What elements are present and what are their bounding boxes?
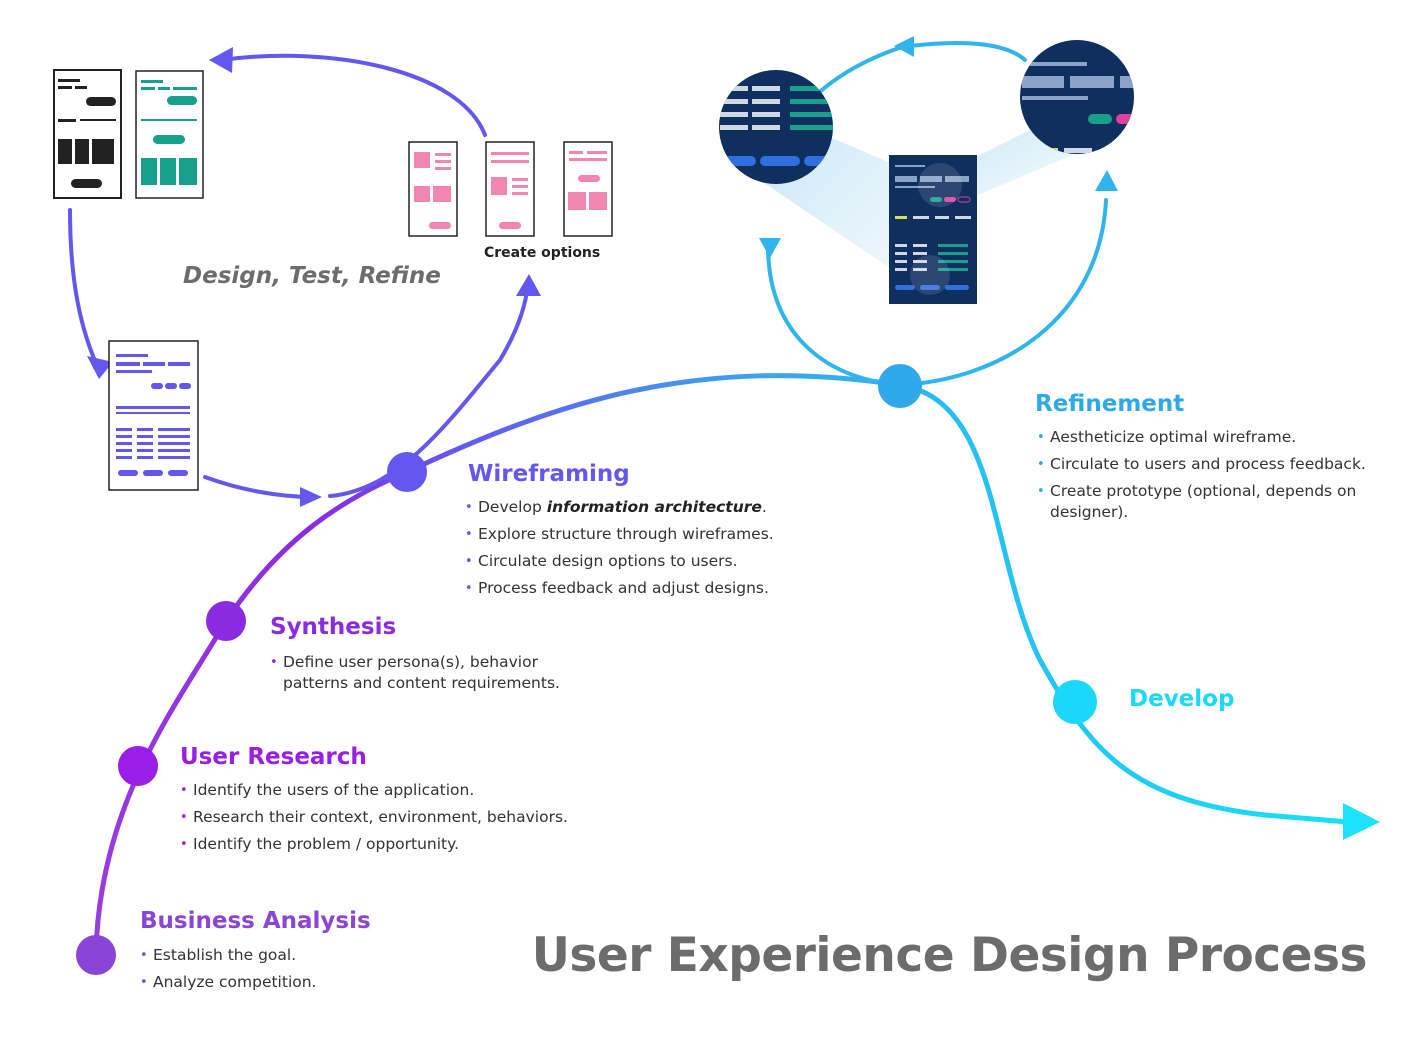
business-analysis-bullets: •Establish the goal. •Analyze competitio… <box>140 942 440 996</box>
wireframe-sketch-purple <box>108 340 199 491</box>
main-timeline-curve <box>93 373 1351 955</box>
synthesis-title: Synthesis <box>270 614 397 640</box>
business-analysis-title: Business Analysis <box>140 908 371 934</box>
research-bullet-1: •Identify the users of the application. <box>180 781 475 799</box>
prototype-screen <box>889 155 977 304</box>
node-develop <box>1053 680 1097 724</box>
information-architecture-emphasis: information architecture <box>546 498 762 516</box>
node-wireframing <box>387 452 427 492</box>
wireframe-sketch-teal <box>135 70 204 199</box>
loop-arrow-head-up <box>516 274 541 296</box>
loop-arrow-head-left <box>87 356 113 379</box>
wireframing-title: Wireframing <box>468 461 630 487</box>
refinement-bullet-2: •Circulate to users and process feedback… <box>1037 455 1366 473</box>
wireframing-bullet-3: •Circulate design options to users. <box>465 552 738 570</box>
business-bullet-1: •Establish the goal. <box>140 946 297 964</box>
refinement-bullets: •Aestheticize optimal wireframe. •Circul… <box>1037 424 1367 526</box>
refine-arrow-head-left <box>759 238 781 258</box>
design-test-refine-loop <box>68 53 533 502</box>
synthesis-bullet-1: •Define user persona(s), behavior patter… <box>270 653 560 692</box>
loop-label: Design, Test, Refine <box>183 263 441 289</box>
option-sketch-2 <box>485 141 535 237</box>
option-sketch-3 <box>563 141 613 237</box>
user-research-title: User Research <box>180 744 367 770</box>
refine-arrow-head-right <box>1095 170 1118 191</box>
node-synthesis <box>206 601 246 641</box>
page-title: User Experience Design Process <box>531 928 1368 983</box>
refinement-bullet-1: •Aestheticize optimal wireframe. <box>1037 428 1297 446</box>
develop-title: Develop <box>1129 686 1235 712</box>
synthesis-bullets: •Define user persona(s), behavior patter… <box>270 649 570 697</box>
node-user-research <box>118 746 158 786</box>
option-sketch-1 <box>408 141 458 237</box>
create-options-label: Create options <box>484 245 601 261</box>
loop-arrow-head-bottom <box>300 487 322 507</box>
zoom-lens-right <box>1020 40 1134 154</box>
research-bullet-2: •Research their context, environment, be… <box>180 808 568 826</box>
node-refinement <box>878 364 922 408</box>
wireframing-bullet-2: •Explore structure through wireframes. <box>465 525 774 543</box>
user-research-bullets: •Identify the users of the application. … <box>180 777 600 858</box>
wireframing-bullet-4: •Process feedback and adjust designs. <box>465 579 769 597</box>
wireframing-bullets: •Develop information architecture. •Expl… <box>465 494 825 602</box>
refinement-title: Refinement <box>1035 391 1185 417</box>
wireframe-sketch-black <box>53 69 122 199</box>
business-bullet-2: •Analyze competition. <box>140 973 317 991</box>
research-bullet-3: •Identify the problem / opportunity. <box>180 835 460 853</box>
loop-arrow-head-top <box>209 47 233 73</box>
wireframing-bullet-1: •Develop information architecture. <box>465 498 767 516</box>
end-arrow-icon <box>1343 803 1380 840</box>
refine-arrow-head-top <box>894 36 914 57</box>
refinement-bullet-3: •Create prototype (optional, depends on … <box>1037 482 1357 521</box>
node-business-analysis <box>76 935 116 975</box>
